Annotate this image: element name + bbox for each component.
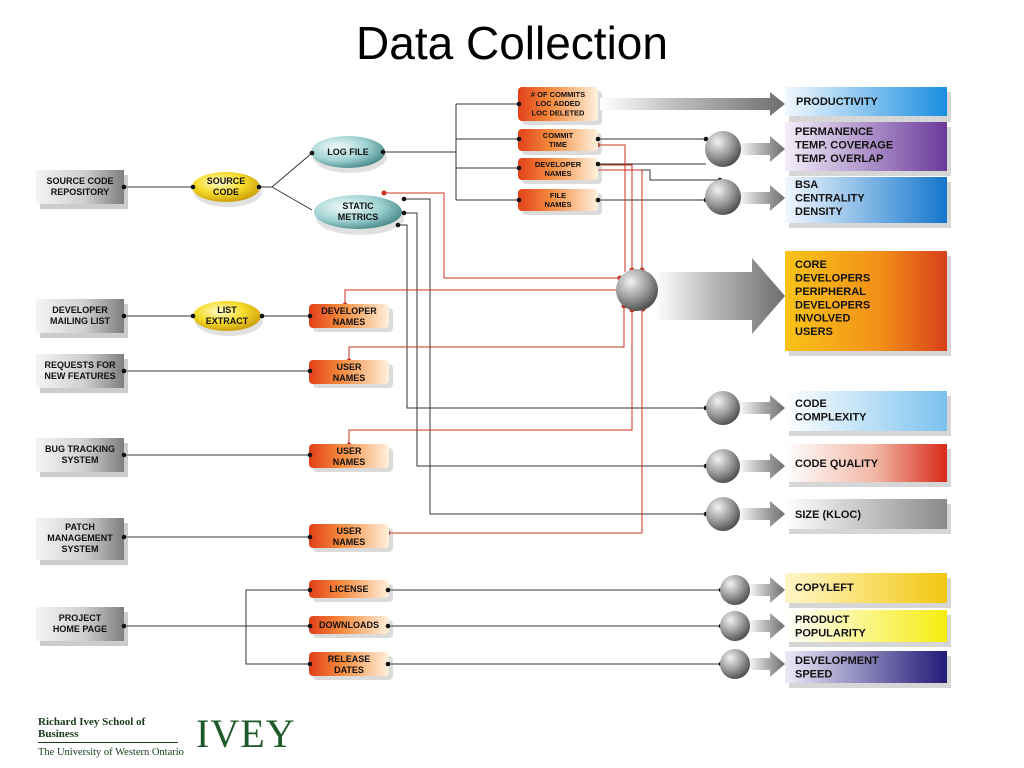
black-connectors xyxy=(124,103,721,665)
output-code-quality: CODE QUALITY xyxy=(785,444,951,487)
output-size: SIZE (KLOC) xyxy=(785,499,951,534)
aggregator-bsa xyxy=(705,179,785,215)
aggregator-dev-speed xyxy=(720,649,785,679)
arrow-to-productivity xyxy=(600,92,785,116)
log-file-node: LOG FILE xyxy=(311,136,387,173)
field-license: LICENSE xyxy=(309,580,393,602)
aggregator-size xyxy=(706,497,785,531)
footer-school: Richard Ivey School of Business The Univ… xyxy=(38,716,184,758)
aggregator-permanence xyxy=(705,131,785,167)
aggregator-quality xyxy=(706,449,785,483)
log-file-label: LOG FILE xyxy=(327,147,369,157)
field-downloads-label: DOWNLOADS xyxy=(319,620,379,630)
output-code-quality-label: CODE QUALITY xyxy=(795,458,879,470)
school-name: Richard Ivey School of Business xyxy=(38,716,178,743)
university-name: The University of Western Ontario xyxy=(38,747,184,758)
field-downloads: DOWNLOADS xyxy=(309,616,393,638)
output-productivity-label: PRODUCTIVITY xyxy=(796,96,879,108)
output-copyleft-label: COPYLEFT xyxy=(795,582,854,594)
field-license-label: LICENSE xyxy=(329,584,368,594)
aggregator-complexity xyxy=(706,391,785,425)
ivey-logo: IVEY xyxy=(196,711,296,756)
slide-title: Data Collection xyxy=(356,17,668,69)
output-productivity: PRODUCTIVITY xyxy=(785,87,951,122)
aggregator-copyleft xyxy=(720,575,785,605)
output-size-label: SIZE (KLOC) xyxy=(795,509,861,521)
aggregator-core-developers xyxy=(616,258,785,334)
red-connectors xyxy=(344,144,643,534)
aggregator-popularity xyxy=(720,611,785,641)
output-copyleft: COPYLEFT xyxy=(785,573,951,608)
